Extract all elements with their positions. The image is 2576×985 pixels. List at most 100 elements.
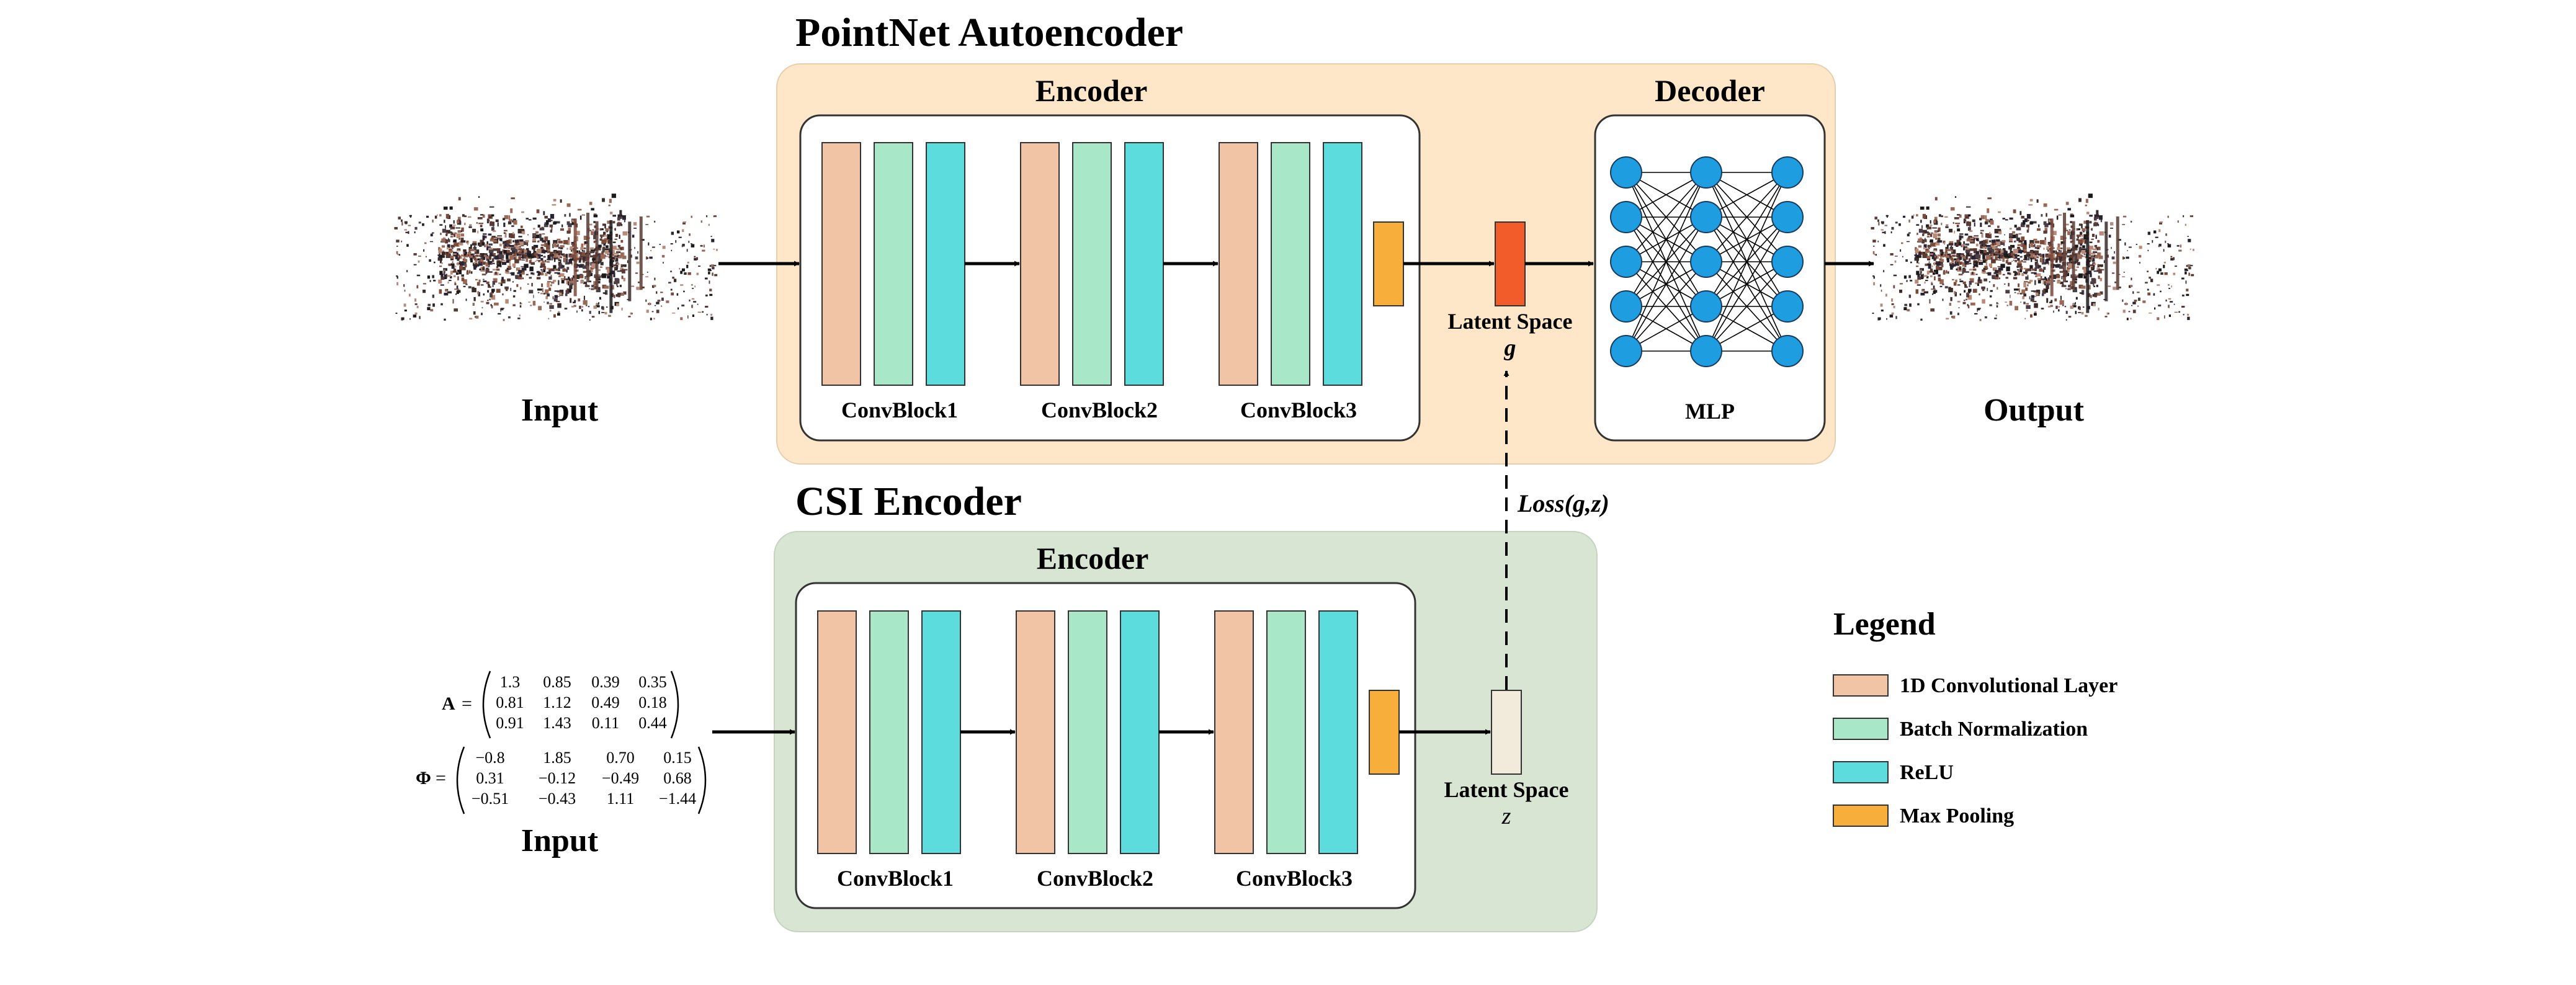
- csi-b3-conv-layer: [1214, 610, 1254, 854]
- legend-label-relu: ReLU: [1900, 761, 1954, 784]
- matrix-cell: 0.39: [591, 673, 620, 691]
- pn-block2-label: ConvBlock2: [1041, 398, 1158, 422]
- csi-input-label: Input: [521, 823, 599, 858]
- mlp-neuron: [1690, 290, 1722, 323]
- decoder-box: [1594, 114, 1826, 442]
- csi-b2-batchnorm-layer: [1068, 610, 1107, 854]
- pointnet-encoder-title: Encoder: [1035, 73, 1148, 108]
- matrix-phi-label: Φ: [416, 768, 431, 788]
- csi-block2-label: ConvBlock2: [1037, 866, 1153, 891]
- csi-b1-batchnorm-layer: [869, 610, 909, 854]
- legend-label-conv: 1D Convolutional Layer: [1900, 674, 2118, 697]
- pn-maxpool-layer: [1373, 221, 1404, 306]
- pn-b1-batchnorm-layer: [874, 142, 913, 386]
- matrix-a-left-paren: [482, 671, 491, 739]
- decoder-title: Decoder: [1655, 73, 1765, 108]
- matrix-a-right-paren: [670, 671, 679, 739]
- pn-b2-batchnorm-layer: [1072, 142, 1112, 386]
- pn-b1-conv-layer: [821, 142, 861, 386]
- matrix-cell: 1.11: [607, 790, 635, 808]
- latent-space-g: [1495, 221, 1526, 306]
- matrix-cell: −0.43: [539, 790, 576, 808]
- pn-output-label: Output: [1983, 393, 2085, 428]
- mlp-neuron: [1771, 335, 1804, 367]
- mlp-neuron: [1610, 246, 1642, 278]
- matrix-phi: Φ = −0.8 1.85 0.70 0.15 0.31 −0.12 −0.49 0.68 −0…: [416, 746, 707, 814]
- mlp-connection: [1626, 216, 1707, 352]
- mlp-connection: [1626, 172, 1707, 352]
- matrix-cell: 0.44: [638, 714, 667, 732]
- matrix-cell: 0.15: [663, 749, 692, 767]
- pointnet-title: PointNet Autoencoder: [795, 10, 1183, 55]
- mlp-neuron: [1771, 201, 1804, 233]
- csi-encoder-title: Encoder: [1037, 541, 1149, 576]
- legend-title: Legend: [1833, 607, 1936, 642]
- mlp-neuron: [1610, 290, 1642, 323]
- mlp-neuron: [1610, 156, 1642, 189]
- csi-maxpool-layer: [1369, 690, 1400, 775]
- pn-block3-label: ConvBlock3: [1240, 398, 1357, 422]
- legend-swatch-conv: [1833, 674, 1889, 697]
- mlp-neuron: [1690, 246, 1722, 278]
- mlp-connection: [1706, 172, 1788, 352]
- pn-b3-conv-layer: [1219, 142, 1258, 386]
- mlp-connection: [1626, 172, 1707, 307]
- csi-b2-conv-layer: [1016, 610, 1055, 854]
- matrix-cell: 0.31: [476, 769, 504, 787]
- input-point-cloud-image: [394, 194, 718, 321]
- csi-b1-relu-layer: [921, 610, 961, 854]
- matrix-cell: 1.12: [543, 693, 571, 711]
- matrix-cell: 0.70: [606, 749, 635, 767]
- matrix-cell: −0.51: [472, 790, 509, 808]
- mlp-neuron: [1690, 156, 1722, 189]
- matrix-phi-left-paren: [456, 746, 465, 814]
- legend-label-maxpool: Max Pooling: [1900, 804, 2014, 827]
- mlp-neuron: [1771, 290, 1804, 323]
- matrix-cell: 0.85: [543, 673, 571, 691]
- matrix-cell: 0.18: [638, 693, 667, 711]
- legend-label-batchnorm: Batch Normalization: [1900, 718, 2088, 741]
- mlp-connection: [1706, 172, 1788, 307]
- matrix-cell: 0.91: [496, 714, 524, 732]
- pn-block1-label: ConvBlock1: [841, 398, 958, 422]
- matrix-cell: 1.43: [543, 714, 571, 732]
- matrix-phi-equals: =: [436, 768, 446, 788]
- mlp-connection: [1706, 261, 1788, 352]
- matrix-cell: 0.81: [496, 693, 524, 711]
- csi-b3-batchnorm-layer: [1266, 610, 1306, 854]
- latent-g-symbol: g: [1504, 335, 1516, 361]
- pn-b2-conv-layer: [1020, 142, 1060, 386]
- matrix-cell: −1.44: [659, 790, 696, 808]
- matrix-cell: −0.49: [602, 769, 639, 787]
- matrix-cell: 1.85: [543, 749, 571, 767]
- latent-z-label: Latent Space: [1444, 777, 1569, 802]
- pn-b1-relu-layer: [926, 142, 965, 386]
- mlp-label: MLP: [1685, 399, 1735, 424]
- matrix-cell: 0.35: [638, 673, 667, 691]
- legend-swatch-batchnorm: [1833, 718, 1889, 740]
- loss-label: Loss(g,z): [1517, 489, 1609, 517]
- csi-block3-label: ConvBlock3: [1236, 866, 1353, 891]
- csi-block1-label: ConvBlock1: [837, 866, 954, 891]
- mlp-neuron: [1690, 201, 1722, 233]
- pn-b3-relu-layer: [1323, 142, 1362, 386]
- mlp-neuron: [1690, 335, 1722, 367]
- csi-b3-relu-layer: [1318, 610, 1358, 854]
- mlp-network: [1610, 156, 1804, 367]
- matrix-cell: −0.12: [539, 769, 576, 787]
- output-point-cloud-image: [1871, 194, 2194, 321]
- pn-b3-batchnorm-layer: [1271, 142, 1310, 386]
- mlp-connection: [1706, 216, 1788, 352]
- latent-g-label: Latent Space: [1448, 309, 1573, 334]
- matrix-cell: −0.8: [475, 749, 504, 767]
- matrix-cell: 0.11: [592, 714, 620, 732]
- matrix-a-label: A: [442, 693, 455, 714]
- matrix-cell: 1.3: [500, 673, 521, 691]
- pn-input-label: Input: [521, 393, 599, 428]
- mlp-neuron: [1771, 156, 1804, 189]
- matrix-cell: 0.68: [663, 769, 692, 787]
- mlp-neuron: [1610, 201, 1642, 233]
- mlp-connection: [1706, 172, 1788, 262]
